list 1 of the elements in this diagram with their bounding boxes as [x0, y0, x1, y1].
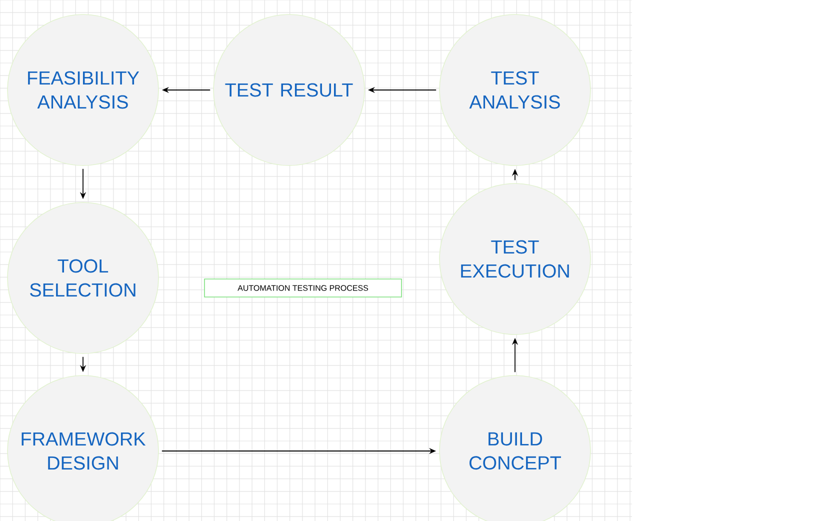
- title-tag: AUTOMATION TESTING PROCESS: [204, 278, 402, 298]
